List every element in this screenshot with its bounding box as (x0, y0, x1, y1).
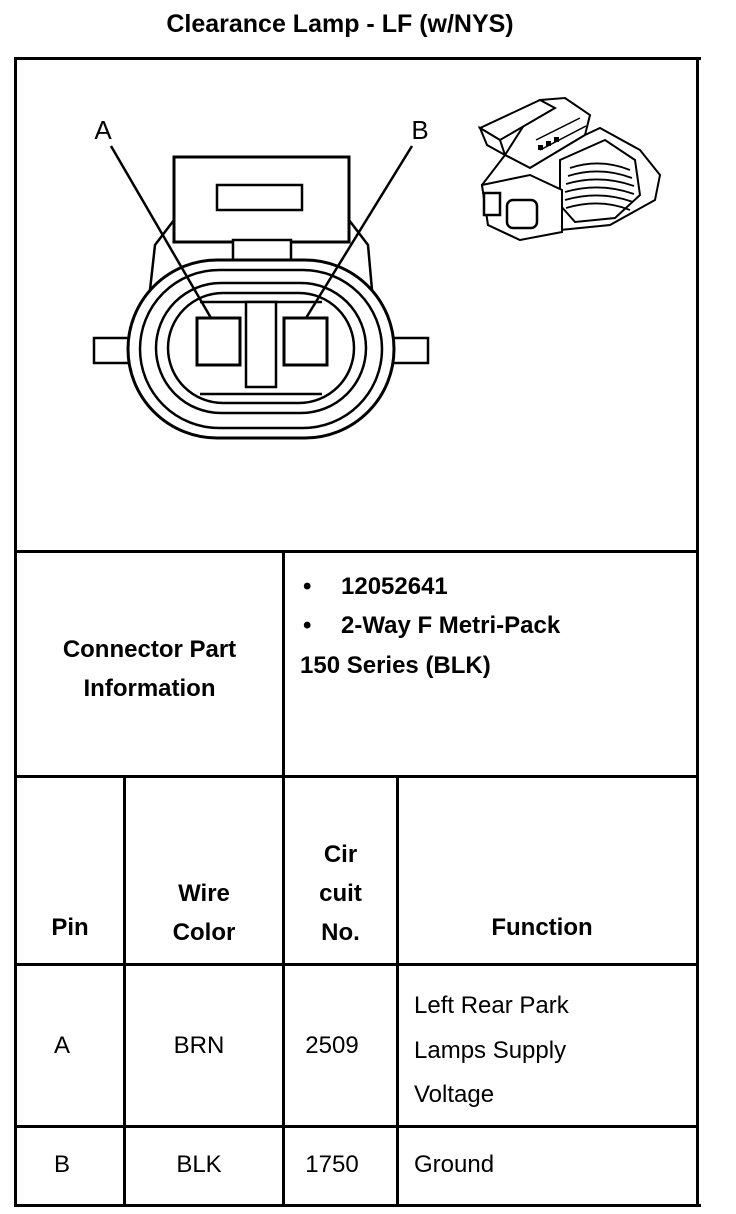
connector-table-frame (14, 57, 701, 1207)
connector-info-label-line1: Connector Part (62, 636, 237, 663)
part-number-item: • 12052641 (303, 573, 448, 601)
part-number: 12052641 (341, 573, 448, 600)
connector-info-label-line2: Information (83, 675, 216, 702)
row-divider-diagram (14, 550, 699, 553)
connector-face-view (92, 155, 430, 440)
bullet: • (303, 612, 312, 639)
row-b-function: Ground (414, 1151, 495, 1178)
header-wire-line2: Color (172, 919, 236, 946)
row-a-color: BRN (173, 1032, 225, 1059)
col-divider-wire (282, 775, 285, 1204)
header-circuit-line3: No. (321, 919, 360, 946)
row-divider-part-info (14, 775, 699, 778)
pin-b-label: B (411, 115, 428, 145)
col-divider-part-info (282, 550, 285, 778)
row-divider-header (14, 963, 699, 966)
header-circuit-no: Cir cuit No. (285, 835, 396, 952)
header-circuit-line2: cuit (319, 880, 362, 907)
row-a-pin: A (53, 1032, 70, 1059)
row-a-function: Left Rear Park Lamps Supply Voltage (414, 984, 569, 1118)
row-a-circuit: 2509 (305, 1032, 359, 1059)
connector-description-line2: 150 Series (BLK) (300, 652, 491, 679)
header-pin: Pin (51, 914, 89, 941)
connector-description-line1: 2-Way F Metri-Pack (341, 612, 561, 639)
row-a-function-line3: Voltage (414, 1081, 495, 1108)
row-b-pin: B (53, 1151, 70, 1178)
row-a-function-line1: Left Rear Park (414, 992, 569, 1019)
page-title: Clearance Lamp - LF (w/NYS) (166, 10, 514, 38)
row-divider-pin-a (14, 1125, 699, 1128)
pin-leader-lines (109, 145, 414, 319)
row-b-color: BLK (176, 1151, 222, 1178)
connector-isometric-view (477, 96, 662, 242)
header-function: Function (491, 914, 593, 941)
bullet: • (303, 573, 312, 600)
pin-a-label: A (94, 115, 112, 145)
connector-description-item: • 2-Way F Metri-Pack (303, 612, 560, 640)
row-a-function-line2: Lamps Supply (414, 1036, 567, 1064)
connector-info-label: Connector Part Information (17, 630, 282, 708)
connector-diagram: A B (92, 96, 662, 440)
header-circuit-line1: Cir (323, 841, 358, 868)
header-wire-line1: Wire (178, 880, 230, 907)
col-divider-pin (123, 775, 126, 1204)
row-b-circuit: 1750 (305, 1151, 359, 1178)
header-wire-color: Wire Color (126, 874, 282, 952)
frame-right-border (696, 57, 699, 1207)
col-divider-circuit (396, 775, 399, 1204)
